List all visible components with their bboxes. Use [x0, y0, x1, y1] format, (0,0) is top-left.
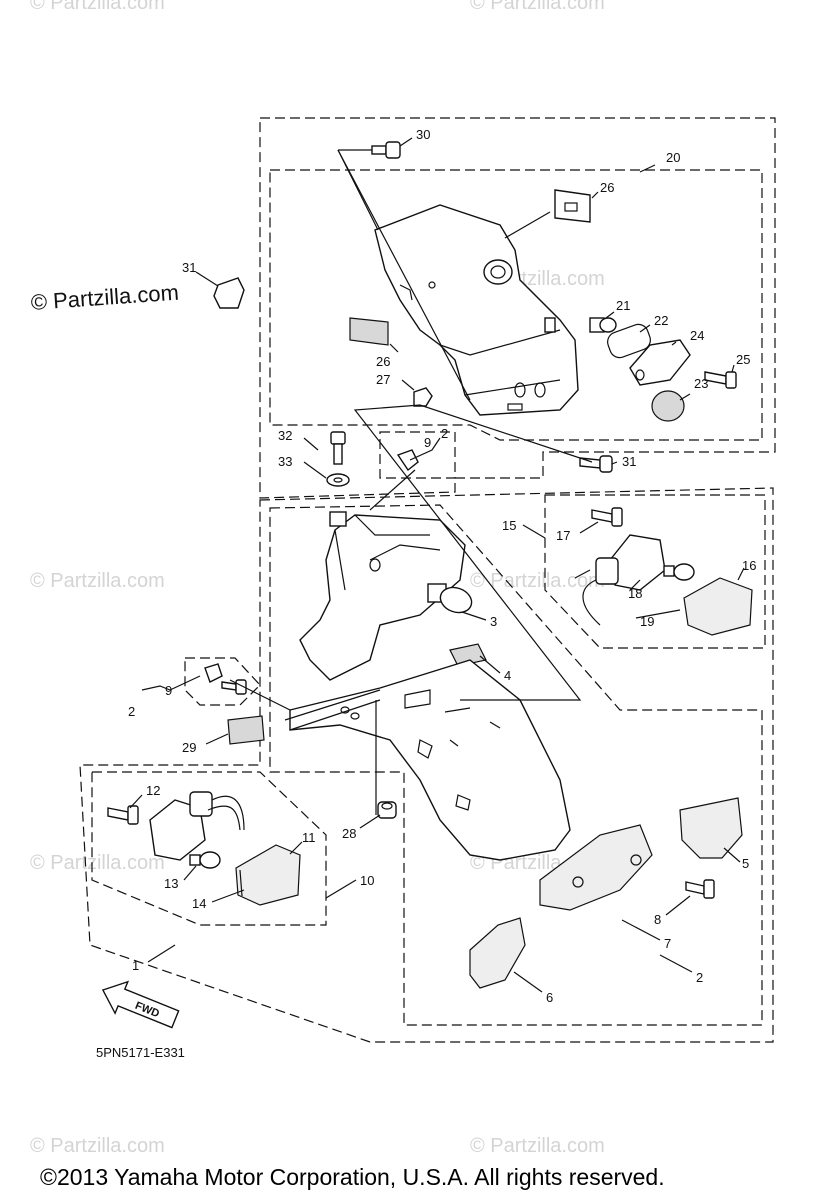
- license-bracket: [374, 204, 579, 416]
- callout-3: 3: [490, 614, 497, 629]
- screw-12: [107, 805, 139, 825]
- lens-7: [539, 824, 653, 911]
- callout-9-b: 9: [424, 435, 431, 450]
- callout-18: 18: [628, 586, 642, 601]
- screw-lower: [221, 679, 247, 695]
- diagram-code: 5PN5171-E331: [96, 1045, 185, 1060]
- nut-27: [413, 387, 433, 407]
- callout-14: 14: [192, 896, 206, 911]
- callout-17: 17: [556, 528, 570, 543]
- copyright-notice: ©2013 Yamaha Motor Corporation, U.S.A. A…: [40, 1164, 665, 1190]
- watermark: © Partzilla.com: [30, 1135, 165, 1157]
- bulb-3: [427, 583, 473, 614]
- callout-23: 23: [694, 376, 708, 391]
- license-light-24: [629, 339, 691, 386]
- callout-29: 29: [182, 740, 196, 755]
- bulb-13: [189, 851, 221, 869]
- lens-16: [683, 577, 753, 636]
- callout-8: 8: [654, 912, 661, 927]
- clip-9-upper: [396, 449, 419, 472]
- callout-4: 4: [504, 668, 511, 683]
- watermark: © Partzilla.com: [470, 570, 605, 592]
- watermark: © Partzilla.com: [30, 852, 165, 874]
- gasket-22: [607, 323, 651, 359]
- callout-13: 13: [164, 876, 178, 891]
- pad-4: [449, 643, 487, 667]
- bolt-30: [371, 141, 401, 159]
- clip-31: [213, 277, 245, 309]
- bolt-31: [579, 455, 613, 473]
- boundary-15: [544, 494, 766, 649]
- bulb-18: [663, 563, 695, 581]
- lens-11: [235, 844, 301, 906]
- boundary-9-lower: [184, 657, 261, 706]
- callout-31-b: 31: [622, 454, 636, 469]
- callout-labels: 30 20 26 31 21 22 24 26 25 27 23 32 9 2 …: [128, 127, 756, 1005]
- callout-2: 2: [696, 970, 703, 985]
- screw-17: [591, 507, 623, 527]
- callout-26: 26: [600, 180, 614, 195]
- washer-33: [326, 473, 350, 487]
- callout-19: 19: [640, 614, 654, 629]
- boundary-20: [269, 169, 763, 441]
- boundary-31: [259, 117, 776, 499]
- collar-28: [377, 801, 397, 819]
- watermark: © Partzilla.com: [30, 0, 165, 14]
- turn-signal-left: [149, 791, 245, 861]
- boundary-2: [269, 504, 763, 1026]
- boundary-1: [79, 487, 774, 1043]
- screw-25: [704, 371, 737, 389]
- callout-32: 32: [278, 428, 292, 443]
- callout-26-b: 26: [376, 354, 390, 369]
- lens-6: [469, 917, 526, 989]
- callout-11: 11: [302, 830, 316, 845]
- fwd-arrow-icon: FWD: [101, 980, 180, 1029]
- callout-2-c: 2: [128, 704, 135, 719]
- reflector-29: [227, 715, 265, 745]
- callout-10: 10: [360, 873, 374, 888]
- boundary-10: [91, 771, 327, 926]
- boundary-9-upper: [379, 431, 456, 479]
- callout-20: 20: [666, 150, 680, 165]
- callout-28: 28: [342, 826, 356, 841]
- watermark: © Partzilla.com: [470, 0, 605, 14]
- callout-16: 16: [742, 558, 756, 573]
- callout-1: 1: [132, 958, 139, 973]
- reflector-26-upper: [554, 189, 591, 223]
- reflector-26-lower: [349, 317, 389, 346]
- clip-9-lower: [204, 663, 223, 683]
- bulb-21: [589, 317, 617, 333]
- callout-31: 31: [182, 260, 196, 275]
- callout-6: 6: [546, 990, 553, 1005]
- callout-27: 27: [376, 372, 390, 387]
- callout-2-b: 2: [441, 426, 448, 441]
- watermark: © Partzilla.com: [30, 570, 165, 592]
- callout-30: 30: [416, 127, 430, 142]
- callout-33: 33: [278, 454, 292, 469]
- callout-5: 5: [742, 856, 749, 871]
- callout-7: 7: [664, 936, 671, 951]
- callout-22: 22: [654, 313, 668, 328]
- callout-21: 21: [616, 298, 630, 313]
- screw-8: [685, 879, 715, 899]
- callout-12: 12: [146, 783, 160, 798]
- tail-light-housing: [299, 511, 466, 681]
- lens-5: [679, 797, 743, 859]
- watermark: © Partzilla.com: [470, 1135, 605, 1157]
- callout-25: 25: [736, 352, 750, 367]
- lens-23: [651, 390, 685, 422]
- callout-15: 15: [502, 518, 516, 533]
- callout-9: 9: [165, 683, 172, 698]
- rear-fender: [284, 659, 571, 861]
- turn-signal-right: [574, 534, 666, 626]
- bolt-32: [330, 431, 346, 465]
- callout-24: 24: [690, 328, 704, 343]
- leader-lines: [129, 137, 745, 993]
